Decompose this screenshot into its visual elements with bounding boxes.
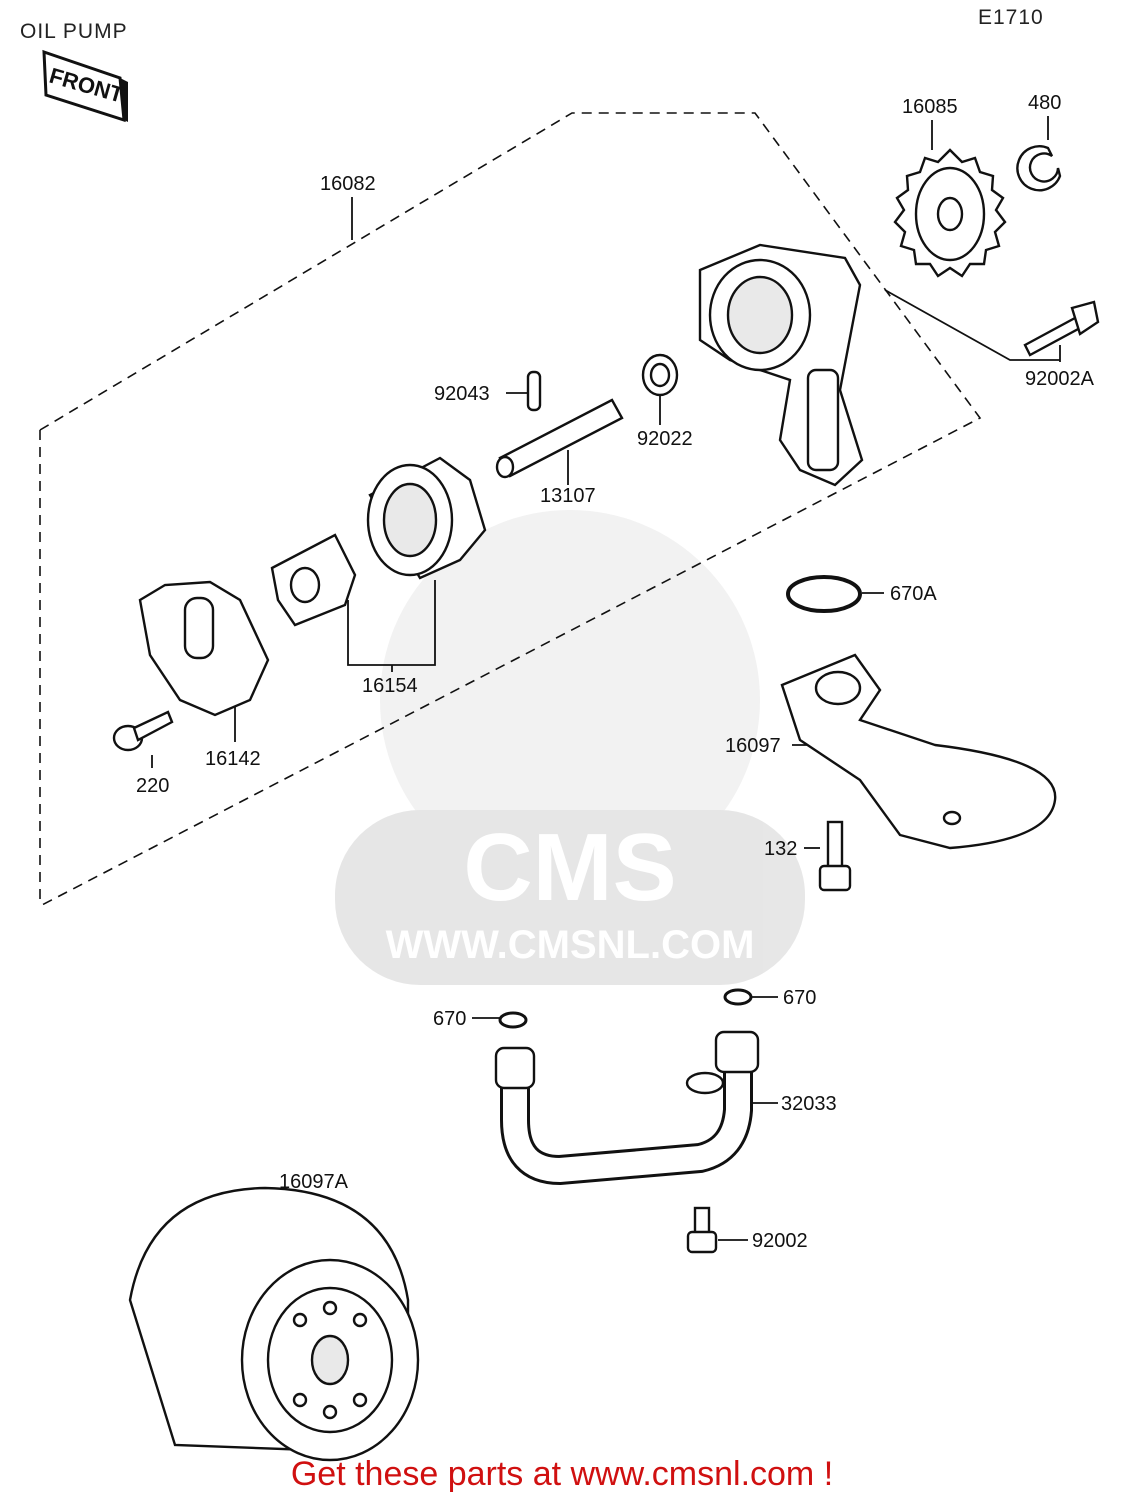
oil-filter-16097a xyxy=(128,1186,420,1462)
page-title: OIL PUMP xyxy=(20,20,128,43)
watermark: CMS WWW.CMSNL.COM xyxy=(335,510,805,985)
label-92002a: 92002A xyxy=(1025,368,1095,390)
label-16097a: 16097A xyxy=(279,1171,349,1193)
label-92022: 92022 xyxy=(637,428,693,450)
label-132: 132 xyxy=(764,838,797,860)
leader-lines xyxy=(151,116,1061,1241)
label-220: 220 xyxy=(136,775,169,797)
watermark-brand: CMS xyxy=(463,814,676,921)
pump-cover-16142 xyxy=(138,580,270,717)
outer-rotor xyxy=(366,456,487,580)
oring-670-left xyxy=(498,1011,528,1029)
footer-link-text: Get these parts at www.cmsnl.com ! xyxy=(290,1455,834,1493)
oil-strainer-16097 xyxy=(780,653,1057,850)
oil-pipe-32033 xyxy=(494,1030,760,1186)
part-labels: 16082 16085 480 92002A 92043 92022 13107… xyxy=(136,92,1095,1252)
pump-body xyxy=(698,243,864,487)
label-92043: 92043 xyxy=(434,383,490,405)
label-16085: 16085 xyxy=(902,96,958,118)
label-670a: 670A xyxy=(890,583,937,605)
diagram-code: E1710 xyxy=(978,6,1044,29)
pin-92043 xyxy=(526,370,542,412)
watermark-url: WWW.CMSNL.COM xyxy=(386,923,755,967)
bolt-132 xyxy=(818,820,852,892)
bolt-92002a xyxy=(1023,300,1100,357)
inner-rotor xyxy=(270,533,357,627)
bolt-92002 xyxy=(686,1206,718,1254)
label-13107: 13107 xyxy=(540,485,596,507)
label-670-right: 670 xyxy=(783,987,816,1009)
label-16082: 16082 xyxy=(320,173,376,195)
gear-16085 xyxy=(893,148,1007,278)
washer-92022 xyxy=(641,353,679,397)
label-16097: 16097 xyxy=(725,735,781,757)
label-92002: 92002 xyxy=(752,1230,808,1252)
circlip-480 xyxy=(1016,145,1062,192)
shaft-13107 xyxy=(495,398,624,479)
label-32033: 32033 xyxy=(781,1093,837,1115)
label-670-left: 670 xyxy=(433,1008,466,1030)
label-16154: 16154 xyxy=(362,675,418,697)
label-16142: 16142 xyxy=(205,748,261,770)
front-direction-tag: FRONT xyxy=(42,49,128,123)
label-480: 480 xyxy=(1028,92,1061,114)
oring-670-right xyxy=(723,988,753,1006)
assembly-boundary xyxy=(39,112,982,906)
screw-220 xyxy=(112,710,174,752)
oring-670a xyxy=(786,575,862,613)
